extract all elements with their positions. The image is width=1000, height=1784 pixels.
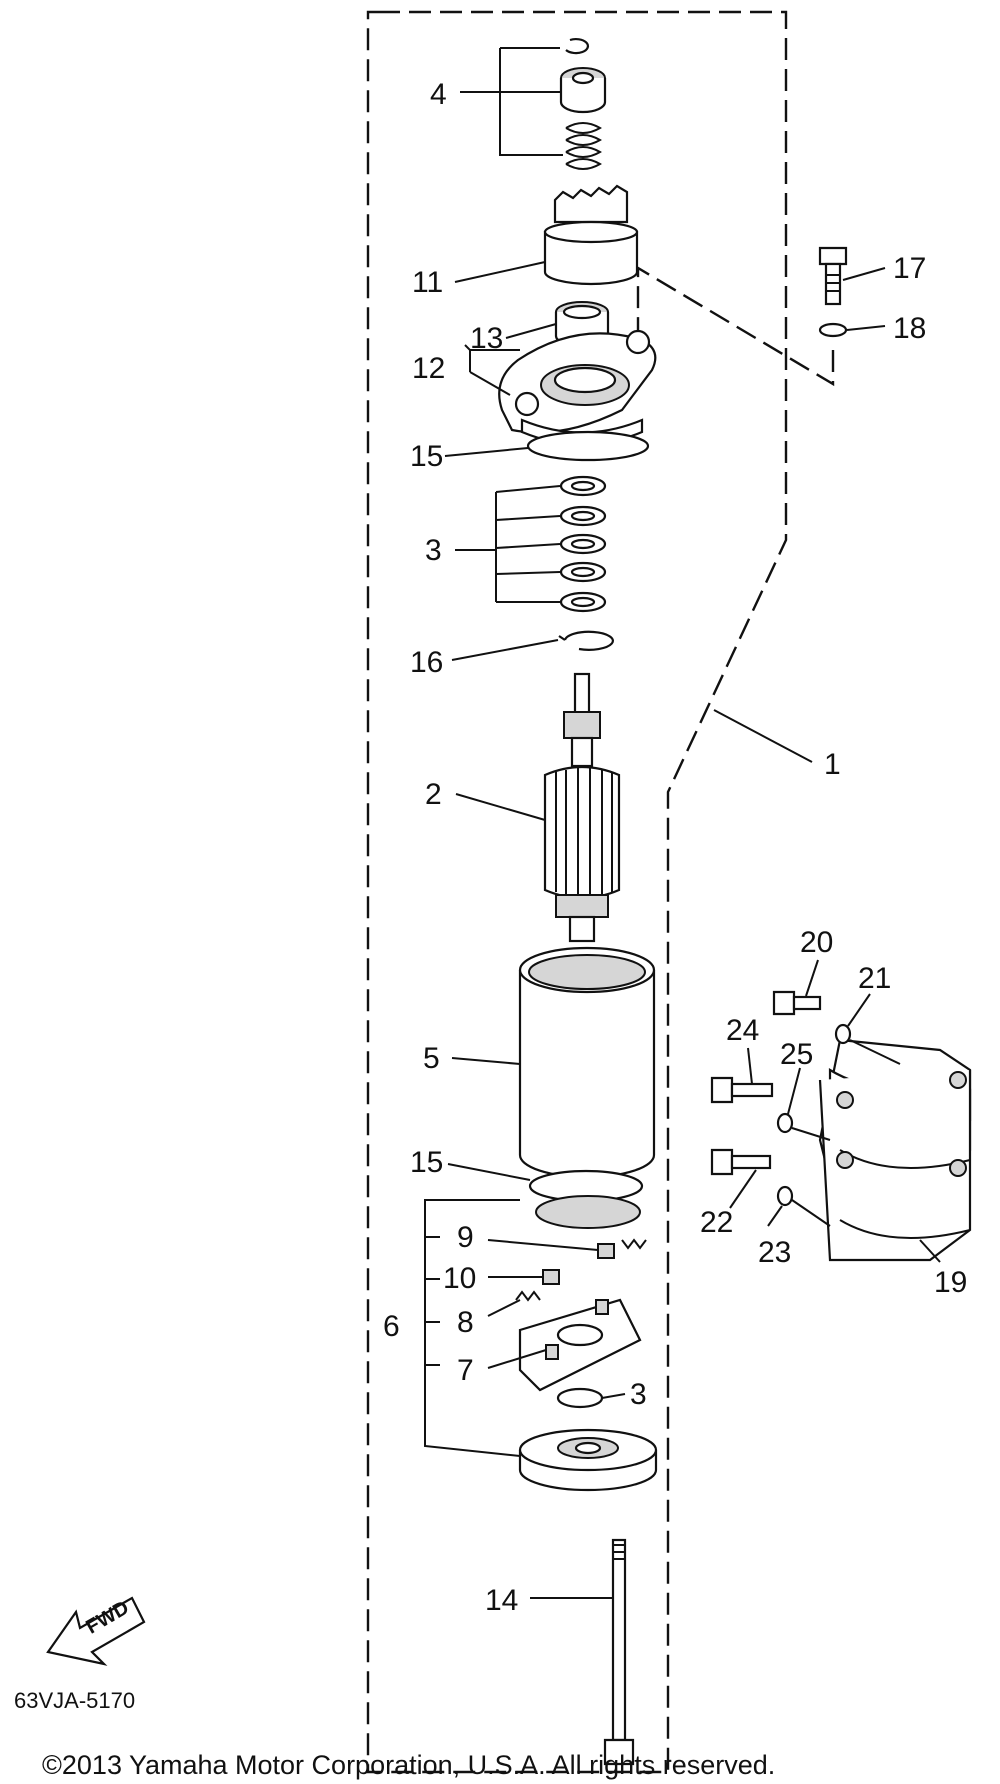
part-5-yoke xyxy=(518,946,656,1179)
callout-10: 10 xyxy=(443,1262,476,1295)
leader-part-13 xyxy=(505,323,557,339)
callout-2: 2 xyxy=(425,778,442,811)
leader-part-17-to-cover xyxy=(636,265,835,387)
leader-part-18 xyxy=(846,325,886,331)
leader-part-19 xyxy=(919,1239,941,1263)
assembly-boundary-dashed xyxy=(366,10,788,1774)
callout-12: 12 xyxy=(412,352,445,385)
leader-part-21 xyxy=(847,993,901,1065)
leader-part-11 xyxy=(454,261,546,283)
part-21-washer xyxy=(834,1023,852,1045)
callout-3-bottom: 3 xyxy=(630,1378,647,1411)
leader-part-2 xyxy=(455,793,546,821)
part-3-washer-bottom xyxy=(556,1387,604,1409)
fwd-arrow-icon: FWD xyxy=(46,1596,146,1666)
callout-8: 8 xyxy=(457,1306,474,1339)
part-7-brush-holder xyxy=(518,1298,642,1392)
part-14-through-bolt xyxy=(603,1538,635,1766)
callout-4: 4 xyxy=(430,78,447,111)
part-22-bolt xyxy=(710,1148,772,1176)
callout-22: 22 xyxy=(700,1206,733,1239)
leader-part-15-top xyxy=(444,447,529,457)
rear-seal-plate xyxy=(535,1195,641,1229)
callout-19: 19 xyxy=(934,1266,967,1299)
callout-18: 18 xyxy=(893,312,926,345)
callout-1: 1 xyxy=(824,748,841,781)
callout-6: 6 xyxy=(383,1310,400,1343)
drawing-code: 63VJA-5170 xyxy=(14,1688,135,1713)
leader-part-6-bracket xyxy=(424,1199,521,1457)
part-9-brush xyxy=(597,1238,647,1259)
leader-part-3-top xyxy=(455,485,561,603)
leader-part-25 xyxy=(787,1067,831,1141)
part-4-clip-collar-spring xyxy=(559,37,607,170)
leader-part-5 xyxy=(451,1057,521,1065)
callout-5: 5 xyxy=(423,1042,440,1075)
callout-16: 16 xyxy=(410,646,443,679)
callout-25: 25 xyxy=(780,1038,813,1071)
part-15-o-ring-top xyxy=(526,430,650,462)
leader-part-3-bottom xyxy=(601,1393,626,1399)
leader-part-15-bottom xyxy=(447,1163,531,1181)
callout-13: 13 xyxy=(470,322,503,355)
leader-part-4 xyxy=(460,47,563,156)
rear-end-cover xyxy=(518,1428,658,1492)
leader-part-12 xyxy=(464,344,520,396)
leader-part-22 xyxy=(729,1169,757,1209)
callout-15-bottom: 15 xyxy=(410,1146,443,1179)
part-17-bolt xyxy=(818,246,848,306)
part-11-pinion xyxy=(543,184,639,286)
callout-17: 17 xyxy=(893,252,926,285)
leader-part-23 xyxy=(767,1199,831,1227)
part-20-bolt xyxy=(772,990,822,1016)
part-8-brush-spring xyxy=(515,1290,541,1302)
callout-24: 24 xyxy=(726,1014,759,1047)
callout-23: 23 xyxy=(758,1236,791,1269)
part-12-front-cover xyxy=(498,329,657,446)
leader-part-24 xyxy=(747,1047,753,1085)
part-19-bracket xyxy=(818,1038,972,1262)
part-18-washer xyxy=(818,322,848,338)
part-3-washer-stack xyxy=(559,475,607,613)
leader-part-7 xyxy=(487,1349,547,1369)
part-10-brush xyxy=(542,1269,560,1285)
part-23-washer xyxy=(776,1185,794,1207)
part-16-snap-ring xyxy=(558,630,614,651)
leader-part-9 xyxy=(487,1239,599,1251)
callout-9: 9 xyxy=(457,1221,474,1254)
callout-11: 11 xyxy=(412,266,443,299)
callout-14: 14 xyxy=(485,1584,518,1617)
leader-part-1 xyxy=(713,709,813,763)
leader-part-8 xyxy=(487,1299,521,1317)
part-24-bolt xyxy=(710,1076,774,1104)
callout-7: 7 xyxy=(457,1354,474,1387)
callout-20: 20 xyxy=(800,926,833,959)
copyright-notice: ©2013 Yamaha Motor Corporation, U.S.A. A… xyxy=(42,1750,775,1780)
part-25-washer xyxy=(776,1112,794,1134)
leader-part-16 xyxy=(451,639,559,661)
leader-part-17 xyxy=(842,267,886,281)
callout-15-top: 15 xyxy=(410,440,443,473)
leader-part-20 xyxy=(805,959,819,997)
callout-21: 21 xyxy=(858,962,891,995)
part-2-armature xyxy=(543,672,621,943)
callout-3-top: 3 xyxy=(425,534,442,567)
